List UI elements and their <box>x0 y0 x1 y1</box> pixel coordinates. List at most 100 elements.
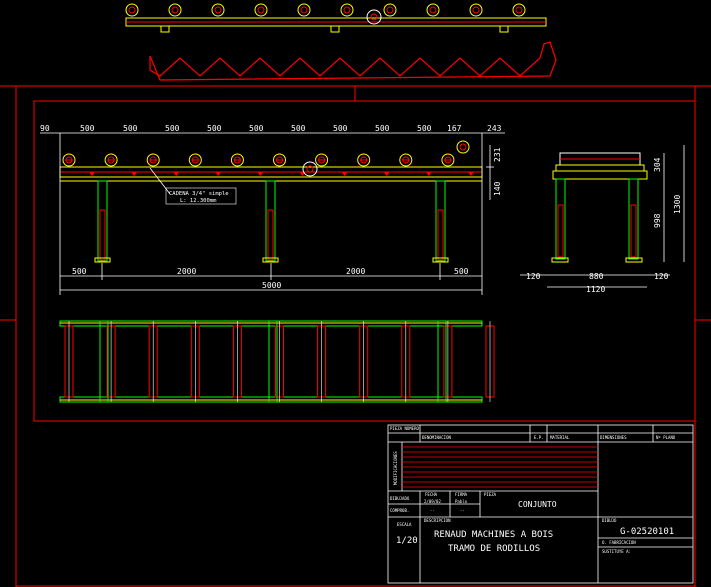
roller <box>426 3 440 17</box>
dim-label: 500 <box>417 124 432 133</box>
roller <box>104 153 138 176</box>
title-line-1: RENAUD MACHINES A BOIS <box>434 530 553 540</box>
header-cell: DENOMINACION <box>422 435 451 440</box>
header-cell: MATERIAL <box>550 435 570 440</box>
side-dim-label: 120 <box>526 272 541 281</box>
plan-roller <box>401 321 411 402</box>
header-cell: PIEZA NUMERO <box>390 426 419 431</box>
side-dim-label: 304 <box>653 157 662 172</box>
top-conveyor-detail <box>125 3 547 33</box>
roller <box>211 3 225 17</box>
front-rollers <box>62 140 474 176</box>
bottom-dimension-labels: 500 2000 2000 500 5000 <box>72 267 469 290</box>
dim-label: 500 <box>249 124 264 133</box>
dim-label: 500 <box>72 267 87 276</box>
plan-roller <box>485 321 495 402</box>
plan-roller <box>190 321 200 402</box>
roller <box>340 3 354 17</box>
side-dim-label: 120 <box>654 272 669 281</box>
fecha-label: FECHA <box>425 492 438 497</box>
chain-note-line1: CADENA 3/4" simple <box>169 191 229 197</box>
roller <box>62 153 95 176</box>
dim-label: 500 <box>123 124 138 133</box>
top-rollers <box>125 3 526 17</box>
title-line-2: TRAMO DE RODILLOS <box>448 544 540 554</box>
roller <box>315 153 348 176</box>
side-dimension-labels: 120 880 120 1120 304 998 1300 <box>526 157 682 294</box>
roller <box>297 3 311 17</box>
plan-roller <box>106 321 116 402</box>
dim-label: 500 <box>333 124 348 133</box>
dim-label: 500 <box>165 124 180 133</box>
modificaciones-label: MODIFICACIONES <box>393 451 398 485</box>
roller <box>469 3 483 17</box>
plan-leg <box>437 320 447 403</box>
plan-view <box>59 320 495 403</box>
dim-label: 500 <box>80 124 95 133</box>
chain-note-line2: L: 12.300mm <box>180 198 217 204</box>
dim-label: 140 <box>493 181 502 196</box>
chain-note-leader <box>149 167 237 205</box>
dash: -- <box>460 508 465 513</box>
header-cell: Nº PLANO <box>656 435 676 440</box>
dibujado-label: DIBUJADO <box>390 496 410 501</box>
pieza-value: CONJUNTO <box>518 500 557 509</box>
drive-roller <box>456 140 470 154</box>
firma-value: Pablo <box>455 499 468 504</box>
roller <box>188 153 222 176</box>
dim-label: 500 <box>454 267 469 276</box>
dash: -- <box>430 508 435 513</box>
dim-label: 2000 <box>177 267 196 276</box>
plan-roller <box>148 321 158 402</box>
title-block-labels: PIEZA NUMERO DENOMINACION E.P. MATERIAL … <box>390 426 676 554</box>
sustituye-label: SUSTITUYE A: <box>602 549 631 554</box>
chain-note: CADENA 3/4" simple L: 12.300mm <box>169 191 229 204</box>
roller <box>146 153 180 176</box>
chain-path-outline <box>149 41 557 81</box>
header-cell: E.P. <box>534 435 544 440</box>
side-dim-label: 998 <box>653 213 662 228</box>
title-block-values: CONJUNTO 1/20 RENAUD MACHINES A BOIS TRA… <box>396 500 674 554</box>
roller <box>125 3 139 17</box>
plan-roller <box>64 321 74 402</box>
plan-leg <box>99 320 109 403</box>
roller <box>357 153 390 176</box>
escala-label: ESCALA <box>397 522 412 527</box>
side-dim-label: 1300 <box>673 195 682 214</box>
plan-roller <box>443 321 453 402</box>
dim-label: 167 <box>447 124 462 133</box>
dibujo-label: DIBUJO <box>602 518 617 523</box>
dim-label: 500 <box>207 124 222 133</box>
plan-roller <box>275 321 284 402</box>
roller <box>273 153 306 176</box>
title-block-hatching <box>402 446 598 488</box>
roller <box>399 153 432 176</box>
dim-label: 231 <box>493 147 502 162</box>
fabricacion-label: O. FABRICACION <box>602 540 636 545</box>
roller <box>383 3 397 17</box>
front-dimension-lines <box>40 132 505 295</box>
front-elevation <box>59 140 483 263</box>
dim-label: 500 <box>375 124 390 133</box>
dim-label: 2000 <box>346 267 365 276</box>
pieza-label: PIEZA <box>484 492 497 497</box>
roller <box>230 153 264 176</box>
plan-roller <box>232 321 242 402</box>
top-dimension-labels: 90 500 500 500 500 500 500 500 500 500 1… <box>40 124 502 133</box>
plan-leg <box>268 320 278 403</box>
plan-number: G-02520101 <box>620 527 674 537</box>
plan-rollers <box>64 320 495 403</box>
side-dim-label: 880 <box>589 272 604 281</box>
fecha-value: 2/09/02 <box>424 499 441 504</box>
side-view <box>520 145 685 288</box>
header-cell: DIMENSIONES <box>600 435 627 440</box>
roller <box>254 3 268 17</box>
roller <box>512 3 526 17</box>
escala-value: 1/20 <box>396 536 418 546</box>
dim-total-label: 5000 <box>262 281 281 290</box>
support-legs <box>97 180 446 262</box>
plan-roller <box>317 321 327 402</box>
right-dimension-labels: 231 140 <box>493 147 502 196</box>
title-block <box>387 424 694 584</box>
